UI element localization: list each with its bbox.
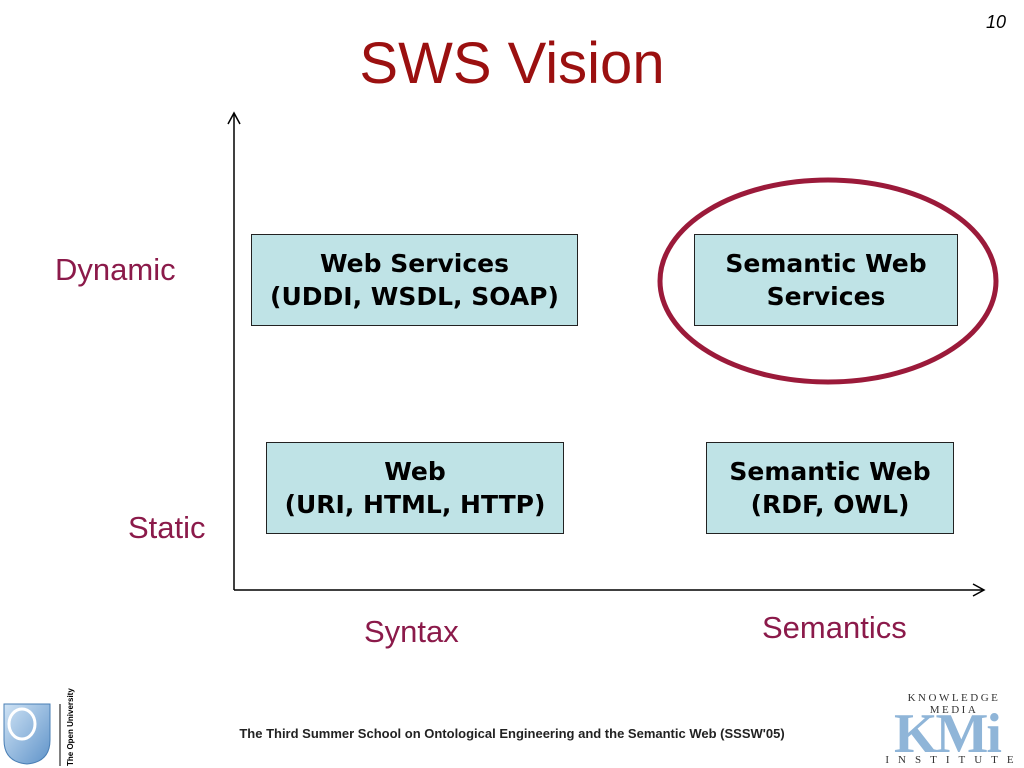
web-title: Web xyxy=(384,457,446,486)
web-services-title: Web Services xyxy=(319,249,510,278)
footer-text: The Third Summer School on Ontological E… xyxy=(239,726,785,741)
y-axis-label-static: Static xyxy=(128,510,206,545)
y-axis-arrowhead xyxy=(227,111,241,125)
semantic-web-services-title: Semantic Web xyxy=(725,249,927,278)
open-university-text: The Open University xyxy=(66,688,75,766)
kmi-mark: KMi xyxy=(894,703,1002,765)
web-services-subtitle: (UDDI, WSDL, SOAP) xyxy=(270,282,559,311)
kmi-top-text: KNOWLEDGE MEDIA xyxy=(907,692,1001,716)
semantic-web-subtitle: (RDF, OWL) xyxy=(750,490,910,519)
highlight-ellipse xyxy=(657,177,999,385)
y-axis-label-dynamic: Dynamic xyxy=(55,252,176,287)
slide-number: 10 xyxy=(985,12,1006,32)
x-axis-label-syntax: Syntax xyxy=(364,614,459,649)
web-box: Web (URI, HTML, HTTP) xyxy=(266,442,564,534)
ou-shield-icon xyxy=(3,703,51,765)
slide-title: SWS Vision xyxy=(359,31,665,96)
web-services-box: Web Services (UDDI, WSDL, SOAP) xyxy=(251,234,578,326)
x-axis-label-semantics: Semantics xyxy=(762,610,907,645)
semantic-web-box: Semantic Web (RDF, OWL) xyxy=(706,442,954,534)
web-subtitle: (URI, HTML, HTTP) xyxy=(284,490,546,519)
x-axis-arrowhead xyxy=(972,583,986,597)
ou-circle-icon xyxy=(7,707,37,741)
kmi-logo: KNOWLEDGE MEDIA KMi INSTITUTE xyxy=(884,688,1024,768)
kmi-bottom-text: INSTITUTE xyxy=(885,754,1023,766)
semantic-web-title: Semantic Web xyxy=(729,457,931,486)
semantic-web-services-box: Semantic Web Services xyxy=(694,234,958,326)
open-university-logo xyxy=(3,703,61,766)
semantic-web-services-subtitle: Services xyxy=(766,282,886,311)
